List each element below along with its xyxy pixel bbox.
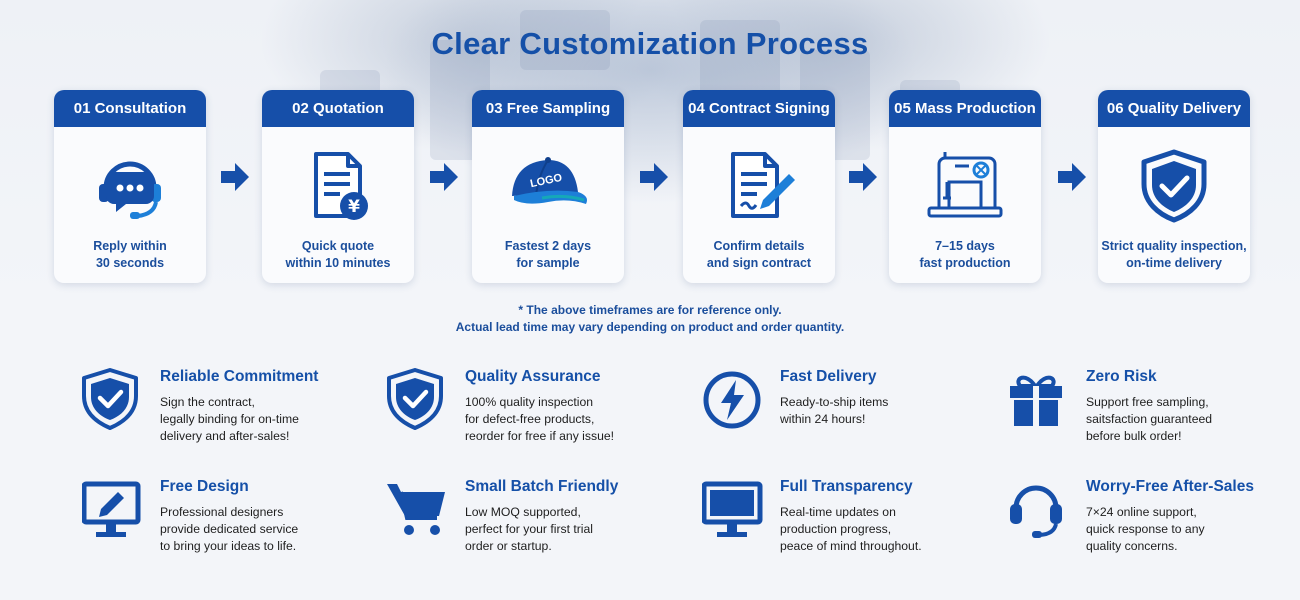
svg-text:¥: ¥ [348, 197, 360, 217]
feature-description: Support free sampling,saitsfaction guara… [1086, 395, 1213, 443]
feature-quality-assurance: Quality Assurance 100% quality inspectio… [387, 368, 687, 458]
step-label: 05 Mass Production [889, 90, 1041, 127]
feature-reliable-commitment: Reliable Commitment Sign the contract,le… [82, 368, 382, 458]
step-label: 04 Contract Signing [683, 90, 835, 127]
timeframe-note: * The above timeframes are for reference… [455, 303, 845, 334]
feature-title: Quality Assurance [465, 368, 601, 385]
page-title: Clear Customization Process [431, 26, 869, 61]
feature-description: Sign the contract,legally binding for on… [160, 395, 299, 443]
shopping-cart-icon [387, 478, 449, 540]
step-card-quality-delivery: 06 Quality Delivery Strict quality inspe… [1098, 90, 1250, 283]
logo-cap-icon: LOGO [508, 148, 588, 224]
feature-title: Small Batch Friendly [465, 478, 619, 495]
feature-title: Reliable Commitment [160, 368, 319, 385]
feature-title: Zero Risk [1086, 368, 1157, 385]
customer-service-chat-icon [90, 148, 170, 224]
shield-check-icon [387, 368, 449, 430]
feature-description: Low MOQ supported,perfect for your first… [465, 505, 594, 553]
monitor-pencil-icon [81, 478, 144, 540]
shield-check-icon [1134, 148, 1214, 224]
feature-title: Fast Delivery [780, 368, 877, 385]
quote-document-yen-icon: ¥ [298, 148, 378, 224]
arrow-right-icon [849, 163, 877, 191]
feature-worry-free-after-sales: Worry-Free After-Sales 7×24 online suppo… [1008, 478, 1300, 568]
step-label: 01 Consultation [54, 90, 206, 127]
step-label: 02 Quotation [262, 90, 414, 127]
arrow-right-icon [221, 163, 249, 191]
step-label: 06 Quality Delivery [1098, 90, 1250, 127]
sewing-machine-icon [925, 148, 1005, 224]
feature-description: 7×24 online support,quick response to an… [1086, 505, 1205, 553]
step-label: 03 Free Sampling [472, 90, 624, 127]
arrow-right-icon [430, 163, 458, 191]
feature-zero-risk: Zero Risk Support free sampling,saitsfac… [1008, 368, 1300, 458]
headset-icon [1008, 478, 1070, 540]
arrow-right-icon [1058, 163, 1086, 191]
step-description: Strict quality inspection,on-time delive… [1101, 239, 1247, 270]
feature-title: Full Transparency [780, 478, 913, 495]
lightning-icon [702, 368, 764, 430]
gift-icon [1008, 368, 1070, 430]
shield-check-icon [82, 368, 144, 430]
contract-pen-icon [719, 148, 799, 224]
feature-title: Free Design [160, 478, 249, 495]
feature-title: Worry-Free After-Sales [1086, 478, 1254, 495]
feature-small-batch-friendly: Small Batch Friendly Low MOQ supported,p… [387, 478, 687, 568]
monitor-icon [701, 478, 764, 540]
arrow-right-icon [640, 163, 668, 191]
